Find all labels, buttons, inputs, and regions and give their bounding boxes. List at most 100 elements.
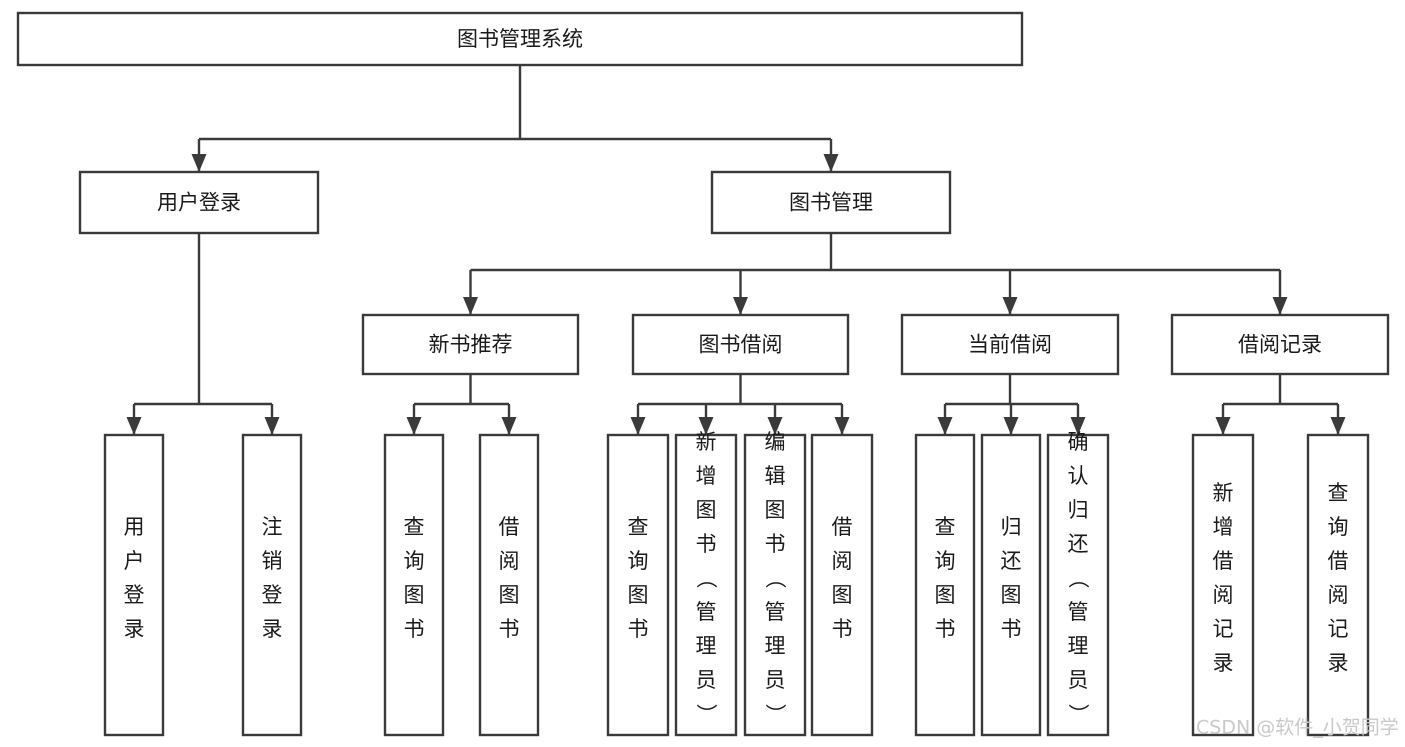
arrow-head-icon (834, 417, 850, 435)
arrow-head-icon (937, 417, 953, 435)
node-label-book-borrow: 图书借阅 (699, 333, 783, 357)
node-label-borrow-records: 借阅记录 (1238, 333, 1322, 357)
node-label-leaf-confirm-return-admin: 认 (1068, 464, 1089, 488)
node-label-leaf-borrow-book: 书 (832, 617, 853, 641)
node-label-leaf-return-book: 归 (1001, 515, 1022, 539)
node-label-leaf-query-borrow-record: 记 (1328, 617, 1349, 641)
node-label-leaf-borrow-book-recommend: 阅 (499, 549, 520, 573)
node-label-leaf-add-borrow-record: 录 (1213, 651, 1234, 675)
arrow-head-icon (823, 154, 839, 172)
node-label-leaf-query-book-borrow: 图 (628, 583, 649, 607)
node-new-book-recommend[interactable]: 新书推荐 (361, 313, 580, 376)
node-box-new-book-recommend[interactable] (361, 313, 580, 376)
node-box-leaf-query-book-current[interactable] (914, 433, 976, 737)
connector-recommend-to-leaves (406, 374, 517, 435)
arrow-head-icon (1002, 297, 1018, 315)
node-label-leaf-query-book-recommend: 查 (404, 515, 425, 539)
arrow-head-icon (1070, 417, 1086, 435)
node-label-leaf-query-book-recommend: 图 (404, 583, 425, 607)
node-box-leaf-add-book-admin[interactable] (674, 433, 738, 737)
nodes-layer: 图书管理系统用户登录图书管理新书推荐图书借阅当前借阅借阅记录用户登录注销登录查询… (16, 11, 1390, 737)
node-user-login[interactable]: 用户登录 (78, 170, 320, 235)
node-label-leaf-query-book-recommend: 书 (404, 617, 425, 641)
node-label-leaf-add-book-admin: 员 (696, 668, 717, 692)
arrow-head-icon (264, 417, 280, 435)
connectors-layer (126, 65, 1346, 435)
node-label-leaf-query-book-borrow: 查 (628, 515, 649, 539)
node-label-leaf-add-book-admin: 理 (696, 634, 717, 658)
arrow-head-icon (1330, 417, 1346, 435)
arrow-head-icon (1272, 297, 1288, 315)
node-label-leaf-confirm-return-admin: ） (1066, 704, 1090, 725)
node-box-leaf-query-borrow-record[interactable] (1306, 433, 1370, 737)
node-label-leaf-edit-book-admin: 辑 (765, 464, 786, 488)
node-box-leaf-borrow-book[interactable] (810, 433, 874, 737)
node-box-user-login[interactable] (78, 170, 320, 235)
node-box-leaf-logout[interactable] (241, 433, 303, 737)
node-box-leaf-return-book[interactable] (980, 433, 1042, 737)
node-borrow-records[interactable]: 借阅记录 (1170, 313, 1390, 376)
node-label-leaf-borrow-book: 图 (832, 583, 853, 607)
node-box-leaf-query-book-recommend[interactable] (383, 433, 445, 737)
node-label-leaf-edit-book-admin: 书 (765, 532, 786, 556)
node-box-leaf-user-login[interactable] (103, 433, 165, 737)
node-label-leaf-borrow-book: 借 (832, 515, 853, 539)
node-label-leaf-add-borrow-record: 新 (1213, 481, 1234, 505)
node-label-leaf-logout: 销 (262, 549, 283, 573)
node-box-book-borrow[interactable] (631, 313, 850, 376)
connector-current-to-leaves (937, 374, 1086, 435)
node-label-leaf-query-borrow-record: 查 (1328, 481, 1349, 505)
node-box-borrow-records[interactable] (1170, 313, 1390, 376)
node-label-current-borrow: 当前借阅 (968, 333, 1052, 357)
node-book-management[interactable]: 图书管理 (710, 170, 952, 235)
node-current-borrow[interactable]: 当前借阅 (900, 313, 1120, 376)
node-label-leaf-add-borrow-record: 记 (1213, 617, 1234, 641)
node-root[interactable]: 图书管理系统 (16, 11, 1024, 67)
node-label-leaf-logout: 录 (262, 617, 283, 641)
node-box-root[interactable] (16, 11, 1024, 67)
arrow-head-icon (630, 417, 646, 435)
node-book-borrow[interactable]: 图书借阅 (631, 313, 850, 376)
node-box-leaf-add-borrow-record[interactable] (1191, 433, 1255, 737)
node-label-leaf-edit-book-admin: 员 (765, 668, 786, 692)
node-label-root: 图书管理系统 (457, 27, 583, 51)
node-label-leaf-add-book-admin: 管 (696, 600, 717, 624)
node-label-leaf-query-book-borrow: 询 (628, 549, 649, 573)
node-label-leaf-edit-book-admin: 图 (765, 498, 786, 522)
csdn-watermark: CSDN @软件_小贺同学 (1196, 717, 1399, 739)
node-label-leaf-add-book-admin: 书 (696, 532, 717, 556)
node-label-leaf-user-login: 户 (124, 549, 145, 573)
node-label-leaf-return-book: 书 (1001, 617, 1022, 641)
connector-userlogin-to-leaves (126, 233, 280, 435)
node-label-leaf-add-book-admin: 增 (696, 464, 717, 488)
node-label-leaf-add-borrow-record: 阅 (1213, 583, 1234, 607)
node-box-leaf-confirm-return-admin[interactable] (1046, 433, 1110, 737)
node-label-user-login: 用户登录 (157, 191, 241, 215)
node-label-leaf-add-book-admin: （ (694, 568, 718, 589)
node-label-leaf-confirm-return-admin: 员 (1068, 668, 1089, 692)
node-label-leaf-edit-book-admin: （ (763, 568, 787, 589)
node-label-leaf-borrow-book-recommend: 图 (499, 583, 520, 607)
node-box-current-borrow[interactable] (900, 313, 1120, 376)
arrow-head-icon (126, 417, 142, 435)
connector-borrow-to-leaves (630, 374, 850, 435)
node-box-book-management[interactable] (710, 170, 952, 235)
node-leaf-user-login[interactable]: 用户登录 (103, 433, 165, 737)
node-box-leaf-borrow-book-recommend[interactable] (478, 433, 540, 737)
node-label-leaf-query-book-current: 询 (935, 549, 956, 573)
node-box-leaf-query-book-borrow[interactable] (606, 433, 670, 737)
node-box-leaf-edit-book-admin[interactable] (743, 433, 807, 737)
arrow-head-icon (406, 417, 422, 435)
